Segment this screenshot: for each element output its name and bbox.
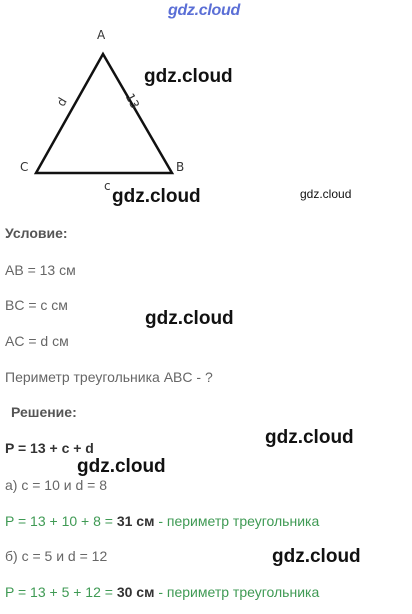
case-a-suffix: - периметр треугольника: [154, 513, 320, 529]
case-a-answer: 31 см: [116, 513, 155, 529]
condition-bc: BC = c см: [5, 297, 68, 313]
vertex-b-label: B: [176, 160, 185, 174]
case-b-answer: 30 см: [116, 584, 155, 600]
perimeter-formula: P = 13 + c + d: [5, 440, 94, 456]
vertex-c-label: C: [20, 160, 29, 174]
watermark: gdz.cloud: [144, 66, 233, 87]
watermark: gdz.cloud: [265, 427, 354, 448]
vertex-a-label: A: [97, 28, 106, 42]
case-b-result: P = 13 + 5 + 12 = 30 см - периметр треуг…: [5, 584, 319, 600]
watermark: gdz.cloud: [77, 456, 166, 477]
case-a-expression: P = 13 + 10 + 8 =: [5, 513, 117, 529]
condition-ab: AB = 13 см: [5, 262, 76, 278]
triangle-abc: [33, 51, 175, 175]
side-bc-label: c: [104, 179, 111, 193]
condition-ac: AC = d см: [5, 333, 69, 349]
case-a-result: P = 13 + 10 + 8 = 31 см - периметр треуг…: [5, 513, 319, 529]
watermark: gdz.cloud: [112, 186, 201, 207]
case-b-suffix: - периметр треугольника: [154, 584, 320, 600]
case-b-values: б) c = 5 и d = 12: [5, 548, 108, 564]
watermark: gdz.cloud: [272, 546, 361, 567]
case-b-expression: P = 13 + 5 + 12 =: [5, 584, 117, 600]
condition-heading: Условие:: [5, 225, 68, 241]
site-header-logo[interactable]: gdz.cloud: [168, 2, 240, 19]
watermark: gdz.cloud: [145, 308, 234, 329]
triangle-figure: [33, 51, 175, 175]
condition-question: Периметр треугольника ABC - ?: [5, 369, 213, 385]
solution-heading: Решение:: [11, 404, 77, 420]
case-a-values: а) c = 10 и d = 8: [5, 477, 107, 493]
watermark: gdz.cloud: [300, 187, 352, 201]
